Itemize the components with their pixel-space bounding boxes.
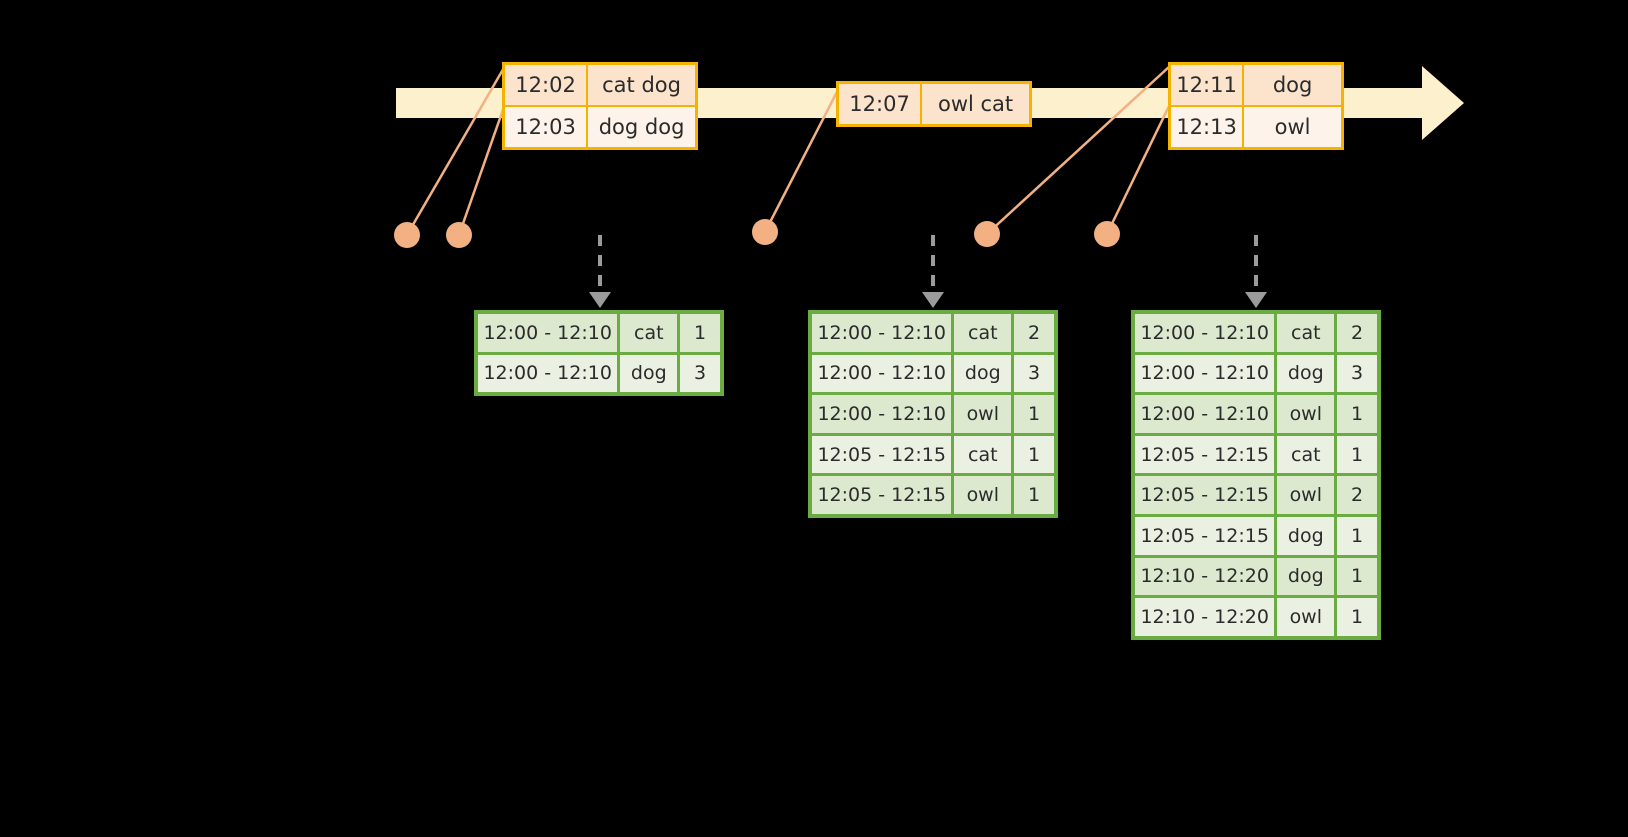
event-time: 12:03: [505, 107, 589, 147]
count-cell: 3: [694, 362, 707, 385]
count-cell: 2: [1351, 484, 1364, 507]
event-dots: [394, 219, 1120, 248]
word-cell: dog: [620, 354, 681, 393]
timeline-arrowhead: [1422, 66, 1464, 140]
event-box-2: 12:07 owl cat: [836, 81, 1032, 127]
count-cell: 1: [1028, 443, 1041, 466]
event-row: 12:03 dog dog: [505, 105, 695, 147]
count-cell: 1: [1028, 402, 1041, 425]
word-cell: owl: [954, 476, 1015, 514]
count-cell: 1: [694, 321, 707, 344]
count-cell: 1: [1351, 443, 1364, 466]
event-dot: [974, 221, 1000, 247]
window-cell: 12:00 - 12:10: [812, 395, 955, 433]
event-box-1: 12:02 cat dog 12:03 dog dog: [502, 62, 698, 150]
word-cell: owl: [1277, 598, 1338, 636]
word-cell: owl: [954, 395, 1015, 433]
window-cell: 12:05 - 12:15: [1135, 516, 1278, 555]
window-cell: 12:05 - 12:15: [812, 435, 955, 474]
window-cell: 12:05 - 12:15: [812, 476, 955, 514]
window-cell: 12:00 - 12:10: [478, 354, 621, 393]
event-time: 12:07: [839, 84, 923, 124]
event-words: owl cat: [937, 92, 1014, 116]
event-time: 12:02: [505, 65, 589, 105]
window-cell: 12:10 - 12:20: [1135, 598, 1278, 636]
word-cell: cat: [954, 314, 1015, 352]
down-arrows: [589, 235, 1267, 308]
count-cell: 3: [1028, 362, 1041, 385]
count-cell: 2: [1351, 321, 1364, 344]
count-cell: 1: [1351, 524, 1364, 547]
word-cell: cat: [1277, 314, 1338, 352]
window-cell: 12:00 - 12:10: [1135, 314, 1278, 352]
event-dot: [752, 219, 778, 245]
event-row: 12:13 owl: [1171, 105, 1341, 147]
word-cell: dog: [1277, 354, 1338, 393]
event-row: 12:02 cat dog: [505, 65, 695, 105]
event-words: owl: [1274, 115, 1311, 139]
event-dot: [394, 222, 420, 248]
count-cell: 3: [1351, 362, 1364, 385]
event-words: dog: [1272, 73, 1313, 97]
window-cell: 12:05 - 12:15: [1135, 435, 1278, 474]
window-cell: 12:10 - 12:20: [1135, 557, 1278, 596]
event-row: 12:07 owl cat: [839, 84, 1029, 124]
event-row: 12:11 dog: [1171, 65, 1341, 105]
dashed-arrow-head: [589, 292, 611, 308]
count-cell: 1: [1351, 605, 1364, 628]
dashed-arrow-head: [1245, 292, 1267, 308]
window-cell: 12:00 - 12:10: [1135, 354, 1278, 393]
event-words: cat dog: [602, 73, 681, 97]
count-cell: 1: [1351, 565, 1364, 588]
leader-line: [457, 103, 507, 236]
count-cell: 2: [1028, 321, 1041, 344]
event-words: dog dog: [598, 115, 685, 139]
event-time: 12:13: [1171, 107, 1245, 147]
word-cell: cat: [1277, 435, 1338, 474]
window-cell: 12:00 - 12:10: [478, 314, 621, 352]
word-cell: dog: [1277, 516, 1338, 555]
window-cell: 12:00 - 12:10: [812, 314, 955, 352]
event-dot: [446, 222, 472, 248]
window-cell: 12:00 - 12:10: [812, 354, 955, 393]
word-cell: cat: [954, 435, 1015, 474]
count-cell: 1: [1351, 402, 1364, 425]
word-cell: owl: [1277, 476, 1338, 514]
word-cell: owl: [1277, 395, 1338, 433]
event-dot: [1094, 221, 1120, 247]
leader-line: [1105, 103, 1172, 235]
word-cell: cat: [620, 314, 681, 352]
word-cell: dog: [1277, 557, 1338, 596]
window-cell: 12:05 - 12:15: [1135, 476, 1278, 514]
count-cell: 1: [1028, 484, 1041, 507]
word-cell: dog: [954, 354, 1015, 393]
window-cell: 12:00 - 12:10: [1135, 395, 1278, 433]
event-box-3: 12:11 dog 12:13 owl: [1168, 62, 1344, 150]
event-time: 12:11: [1171, 65, 1245, 105]
dashed-arrow-head: [922, 292, 944, 308]
